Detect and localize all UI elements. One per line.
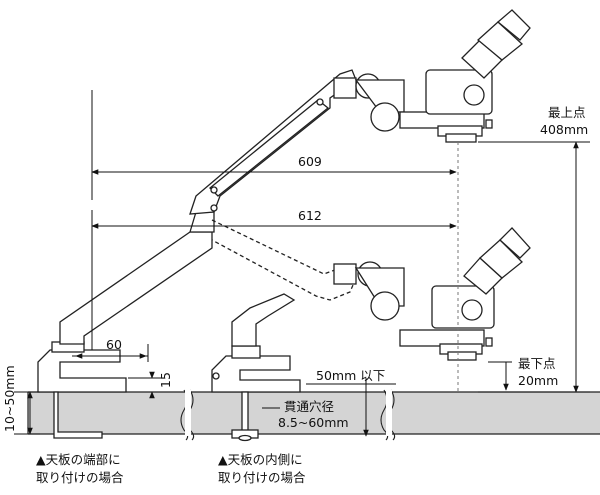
arm-upper bbox=[189, 69, 357, 215]
arm-lower bbox=[59, 211, 215, 345]
microscope-lower bbox=[333, 227, 531, 361]
edge-clamp bbox=[37, 341, 127, 439]
table-top bbox=[27, 389, 600, 441]
inner-limit-label: 50mm 以下 bbox=[316, 368, 385, 383]
reach-top-label: 609 bbox=[298, 154, 322, 169]
top-point-label-line1: 最上点 bbox=[548, 105, 586, 120]
arm-lowered-dashed bbox=[211, 219, 357, 301]
inner-clamp bbox=[211, 293, 301, 442]
hole-label-line1: 貫通穴径 bbox=[284, 399, 334, 414]
bottom-point-label-line1: 最下点 bbox=[518, 356, 556, 371]
edge-mount-caption-line2: 取り付けの場合 bbox=[36, 470, 124, 485]
bottom-point-label-line2: 20mm bbox=[518, 373, 558, 388]
table-thickness-label: 10~50mm bbox=[2, 365, 17, 432]
microscope-upper bbox=[333, 9, 531, 143]
edge-mount-caption-line1: ▲天板の端部に bbox=[36, 452, 121, 467]
clamp-thickness-label: 15 bbox=[158, 372, 173, 388]
inner-mount-caption-line1: ▲天板の内側に bbox=[218, 452, 303, 467]
reach-bottom-label: 612 bbox=[298, 208, 322, 223]
hole-label-line2: 8.5~60mm bbox=[278, 415, 349, 430]
top-point-label-line2: 408mm bbox=[540, 122, 588, 137]
inner-mount-caption-line2: 取り付けの場合 bbox=[218, 470, 306, 485]
clamp-depth-label: 60 bbox=[106, 337, 122, 352]
dimension-lines bbox=[14, 90, 590, 437]
